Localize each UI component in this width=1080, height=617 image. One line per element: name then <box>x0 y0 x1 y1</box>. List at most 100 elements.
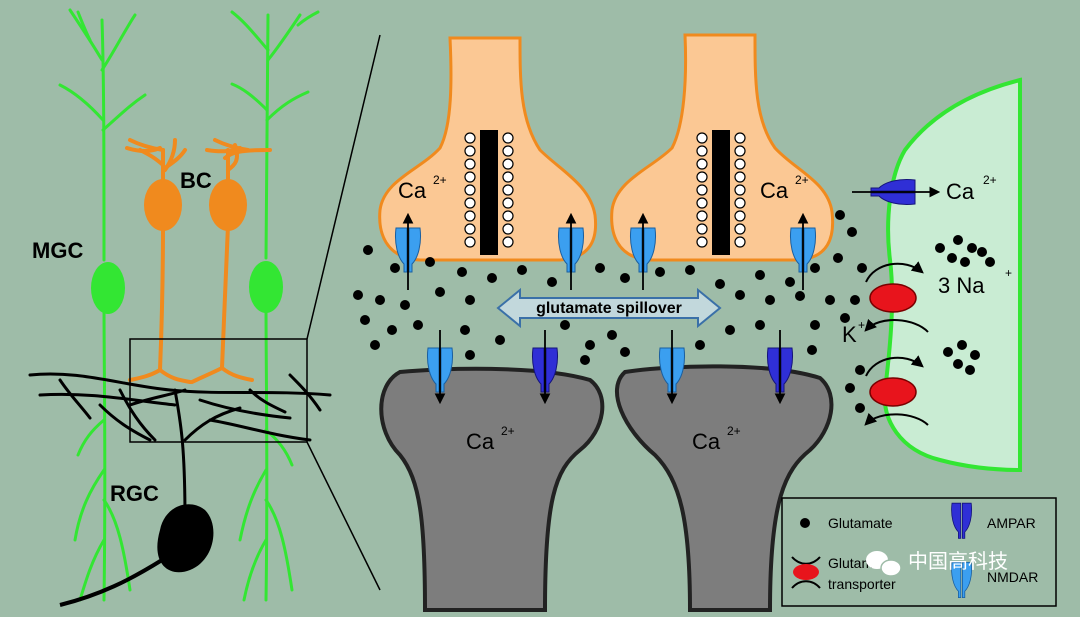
vesicle <box>696 197 708 209</box>
vesicle <box>734 184 746 196</box>
glutamate-dot <box>977 247 987 257</box>
ca-label-postsyn-right: Ca <box>692 429 721 454</box>
glutamate-dot <box>465 295 475 305</box>
zoom-line-top <box>306 34 381 340</box>
ca-label-presyn-left: Ca <box>398 178 427 203</box>
glutamate-dot <box>620 273 630 283</box>
ca-label-presyn-right: Ca <box>760 178 789 203</box>
glutamate-dot <box>685 265 695 275</box>
glutamate-dot <box>607 330 617 340</box>
glutamate-dot <box>620 347 630 357</box>
k-label: K <box>842 322 857 347</box>
legend-transporter-arc-top <box>791 556 821 565</box>
na-sup: + <box>1005 266 1012 280</box>
postsynaptic-dendrite-left <box>379 366 605 612</box>
ca-sup-glia: 2+ <box>983 173 997 187</box>
calcium-flux-arrows <box>402 212 809 405</box>
glutamate-dot <box>375 295 385 305</box>
rgc-label: RGC <box>110 481 159 506</box>
glutamate-dot <box>735 290 745 300</box>
glutamate-dot <box>840 313 850 323</box>
glutamate-dot <box>695 340 705 350</box>
glutamate-dot <box>435 287 445 297</box>
glutamate-dot <box>725 325 735 335</box>
zoom-line-bottom <box>306 441 381 591</box>
vesicle <box>734 210 746 222</box>
glutamate-dot <box>970 350 980 360</box>
glutamate-dot <box>390 263 400 273</box>
legend-glutamate: Glutamate <box>828 515 893 531</box>
spillover-arrow <box>496 287 722 329</box>
legend-transporter-arc-bottom <box>791 580 821 589</box>
ribbon-left <box>480 130 498 255</box>
vesicle <box>734 132 746 144</box>
glutamate-dot <box>387 325 397 335</box>
vesicle <box>734 197 746 209</box>
glutamate-dot <box>947 253 957 263</box>
glutamate-dot <box>655 267 665 277</box>
ca-sup-postsyn-left: 2+ <box>501 424 515 438</box>
glutamate-dot <box>495 335 505 345</box>
transporter-1 <box>869 283 917 313</box>
glutamate-dot <box>457 267 467 277</box>
glutamate-dot <box>580 355 590 365</box>
glutamate-dot <box>857 263 867 273</box>
glutamate-dot <box>363 245 373 255</box>
vesicle <box>464 171 476 183</box>
glutamate-dot <box>825 295 835 305</box>
vesicle <box>696 158 708 170</box>
ca-label-glia: Ca <box>946 179 975 204</box>
glutamate-dot <box>960 257 970 267</box>
vesicle <box>502 210 514 222</box>
glutamate-dot <box>400 300 410 310</box>
glutamate-dot <box>413 320 423 330</box>
mgc-left-soma <box>91 262 125 314</box>
spillover-label: glutamate spillover <box>536 300 682 317</box>
vesicle <box>696 210 708 222</box>
vesicle <box>464 236 476 248</box>
mgc-left-cell <box>58 8 147 602</box>
glutamate-dot <box>850 295 860 305</box>
rgc-cell <box>28 372 332 522</box>
vesicle <box>464 158 476 170</box>
vesicle <box>502 158 514 170</box>
glutamate-dot <box>755 320 765 330</box>
watermark-text: 中国高科技 <box>908 549 1008 573</box>
vesicle <box>502 236 514 248</box>
na-label: 3 Na <box>938 273 985 298</box>
glutamate-dot <box>847 227 857 237</box>
ribbon-right <box>712 130 730 255</box>
left-retina-panel: BC MGC RGC <box>28 8 381 607</box>
vesicle <box>734 223 746 235</box>
glutamate-dot <box>985 257 995 267</box>
glutamate-dot <box>810 320 820 330</box>
vesicle <box>502 184 514 196</box>
vesicle <box>696 236 708 248</box>
glutamate-dot <box>807 345 817 355</box>
glutamate-dot <box>370 340 380 350</box>
legend-transporter-line2: transporter <box>828 576 896 592</box>
glutamate-dot <box>953 235 963 245</box>
vesicle <box>696 184 708 196</box>
transporter-2 <box>869 377 917 407</box>
vesicle <box>734 158 746 170</box>
vesicle <box>734 171 746 183</box>
vesicle <box>464 132 476 144</box>
ca-sup-postsyn-right: 2+ <box>727 424 741 438</box>
vesicle <box>464 197 476 209</box>
glutamate-dot <box>810 263 820 273</box>
vesicle <box>464 145 476 157</box>
glutamate-dot <box>547 277 557 287</box>
glutamate-dot <box>487 273 497 283</box>
glutamate-dot <box>715 279 725 289</box>
glutamate-dots <box>353 210 995 413</box>
glutamate-dot <box>755 270 765 280</box>
vesicle <box>696 171 708 183</box>
synaptic-vesicles <box>464 132 746 248</box>
glutamate-dot <box>845 383 855 393</box>
vesicle <box>734 236 746 248</box>
vesicle <box>502 171 514 183</box>
watermark: 中国高科技 <box>866 549 1008 577</box>
